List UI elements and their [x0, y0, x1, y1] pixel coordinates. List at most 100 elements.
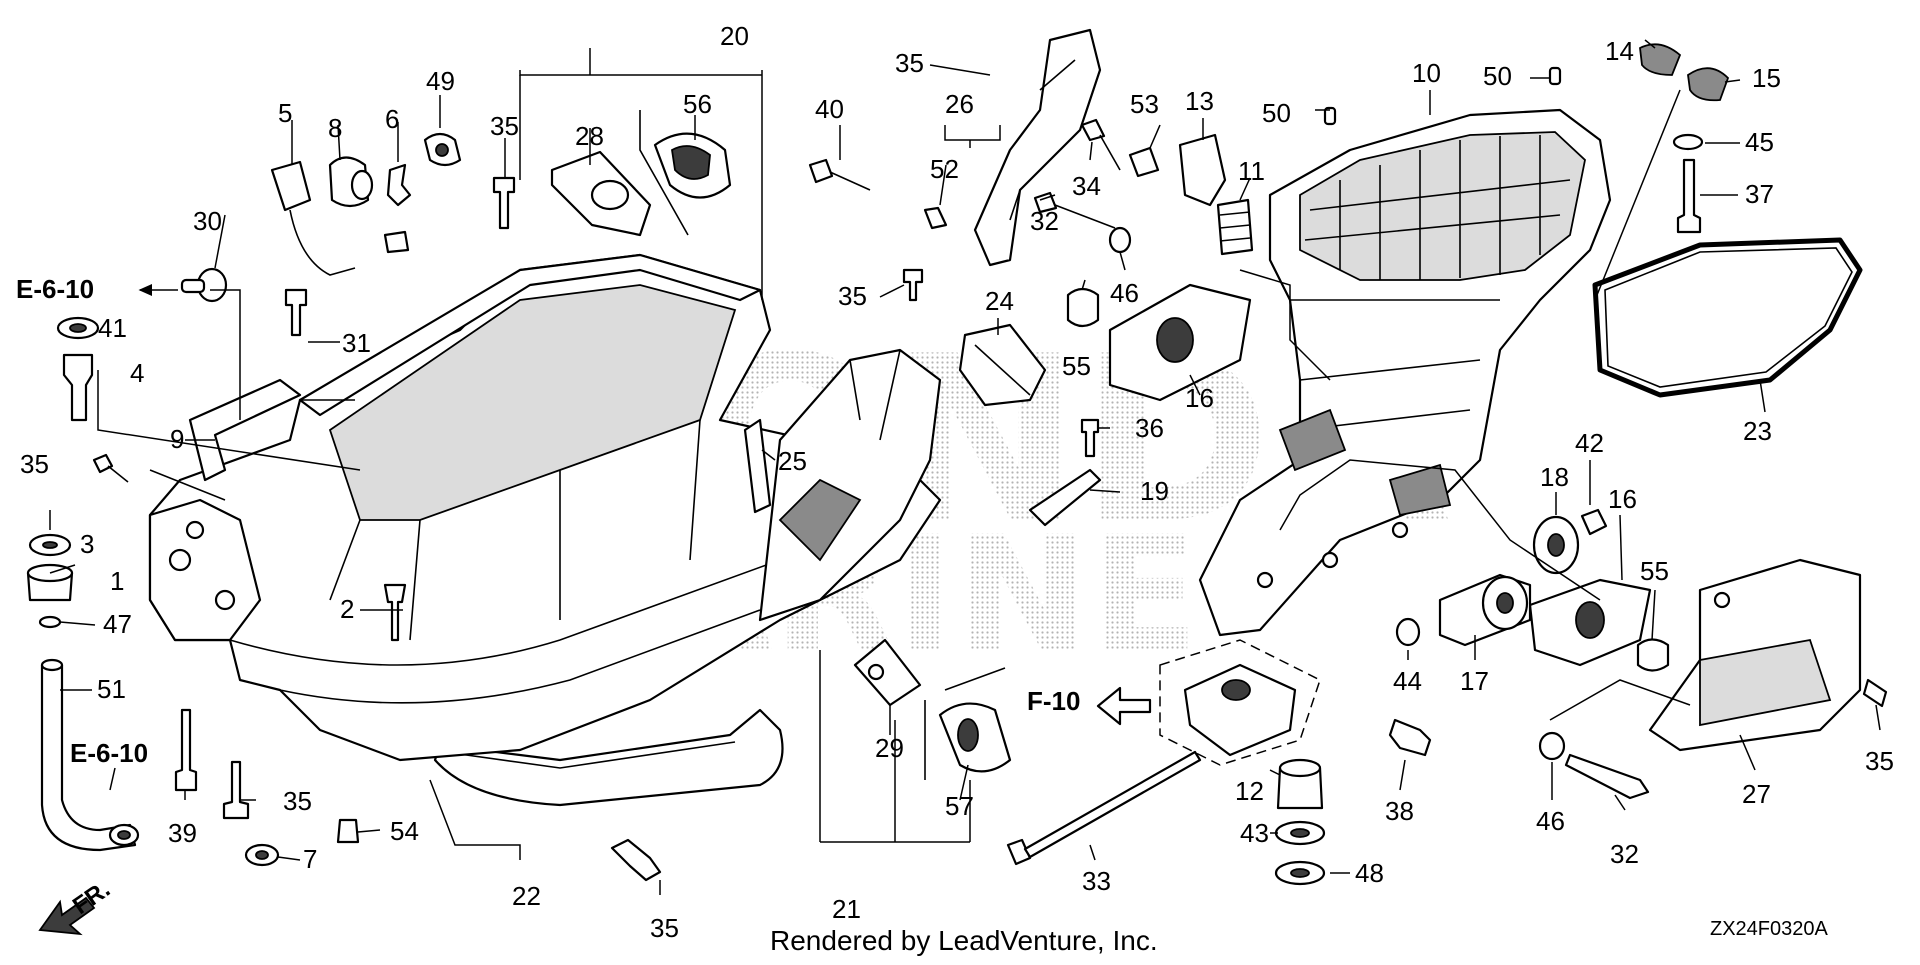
part-50-pin-b	[1548, 66, 1562, 86]
ref-e-6-10-top[interactable]: E-6-10	[16, 274, 94, 304]
part-55-cap	[1066, 287, 1100, 328]
label-36[interactable]: 36	[1135, 413, 1164, 443]
part-31-bolt	[284, 288, 308, 337]
part-29-plate	[853, 638, 922, 707]
diagram-code: ZX24F0320A	[1710, 918, 1829, 940]
label-18[interactable]: 18	[1540, 462, 1569, 492]
label-4[interactable]: 4	[130, 358, 144, 388]
label-57[interactable]: 57	[945, 791, 974, 821]
label-3[interactable]: 3	[80, 529, 94, 559]
label-49[interactable]: 49	[426, 66, 455, 96]
label-54[interactable]: 54	[390, 816, 419, 846]
label-35-upper[interactable]: 35	[895, 48, 924, 78]
label-19[interactable]: 19	[1140, 476, 1169, 506]
label-9[interactable]: 9	[170, 424, 184, 454]
label-2[interactable]: 2	[340, 594, 354, 624]
label-30[interactable]: 30	[193, 206, 222, 236]
label-45[interactable]: 45	[1745, 127, 1774, 157]
label-5[interactable]: 5	[278, 98, 292, 128]
label-16-right[interactable]: 16	[1608, 484, 1637, 514]
label-44[interactable]: 44	[1393, 666, 1422, 696]
label-23[interactable]: 23	[1743, 416, 1772, 446]
label-1[interactable]: 1	[110, 566, 124, 596]
label-40[interactable]: 40	[815, 94, 844, 124]
label-11[interactable]: 11	[1238, 156, 1265, 186]
top-parts	[550, 110, 732, 237]
label-12[interactable]: 12	[1235, 776, 1264, 806]
ref-e-6-10-bottom[interactable]: E-6-10	[70, 738, 148, 768]
part-45-washer	[1672, 133, 1704, 151]
part-26-bracket	[973, 28, 1102, 267]
part-38-bolt	[1388, 718, 1432, 757]
label-15[interactable]: 15	[1752, 63, 1781, 93]
part-35-bolt-top	[492, 176, 516, 230]
label-37[interactable]: 37	[1745, 179, 1774, 209]
label-42[interactable]: 42	[1575, 428, 1604, 458]
label-50-right[interactable]: 50	[1483, 61, 1512, 91]
label-35-right[interactable]: 35	[1865, 746, 1894, 776]
part-35-bolt-lower	[222, 760, 250, 820]
label-10[interactable]: 10	[1412, 58, 1441, 88]
label-46-top[interactable]: 46	[1110, 278, 1139, 308]
under-cover-rim	[298, 253, 762, 417]
label-32-top[interactable]: 32	[1030, 206, 1059, 236]
label-55-left[interactable]: 55	[1062, 351, 1091, 381]
label-28[interactable]: 28	[575, 121, 604, 151]
label-53[interactable]: 53	[1130, 89, 1159, 119]
part-labels[interactable]: 20 56 28 49 5 8 6 35 30 41 4 31 9 35 3 1…	[20, 21, 1894, 943]
label-48[interactable]: 48	[1355, 858, 1384, 888]
label-34[interactable]: 34	[1072, 171, 1101, 201]
label-17[interactable]: 17	[1460, 666, 1489, 696]
label-46-bottom[interactable]: 46	[1536, 806, 1565, 836]
label-7[interactable]: 7	[303, 844, 317, 874]
label-32-bottom[interactable]: 32	[1610, 839, 1639, 869]
label-35-mid[interactable]: 35	[838, 281, 867, 311]
label-8[interactable]: 8	[328, 113, 342, 143]
part-24-clamp	[958, 323, 1047, 407]
label-35-left[interactable]: 35	[20, 449, 49, 479]
reference-markers[interactable]: E-6-10 E-6-10 F-10	[16, 274, 1152, 791]
label-39[interactable]: 39	[168, 818, 197, 848]
label-27[interactable]: 27	[1742, 779, 1771, 809]
middle-parts	[743, 28, 1102, 780]
label-6[interactable]: 6	[385, 104, 399, 134]
render-credit: Rendered by LeadVenture, Inc.	[770, 925, 1158, 956]
label-25[interactable]: 25	[778, 446, 807, 476]
dashed-callout-box	[1159, 639, 1321, 766]
label-41[interactable]: 41	[98, 313, 127, 343]
label-50-left[interactable]: 50	[1262, 98, 1291, 128]
part-47-ring	[38, 615, 62, 629]
part-35-bolt-mid	[902, 268, 924, 302]
label-51[interactable]: 51	[97, 674, 126, 704]
label-29[interactable]: 29	[875, 733, 904, 763]
part-54-clip	[336, 818, 360, 844]
label-55-right[interactable]: 55	[1640, 556, 1669, 586]
label-24[interactable]: 24	[985, 286, 1014, 316]
label-22[interactable]: 22	[512, 881, 541, 911]
extension-case	[1198, 108, 1612, 637]
label-35-top[interactable]: 35	[490, 111, 519, 141]
label-26[interactable]: 26	[945, 89, 974, 119]
label-43[interactable]: 43	[1240, 818, 1269, 848]
part-44-washer	[1395, 617, 1421, 647]
label-35-bottom[interactable]: 35	[650, 913, 679, 943]
label-38[interactable]: 38	[1385, 796, 1414, 826]
label-21[interactable]: 21	[832, 894, 861, 924]
part-19-guide	[1028, 468, 1102, 527]
ref-f-10[interactable]: F-10	[1027, 686, 1080, 716]
label-20[interactable]: 20	[720, 21, 749, 51]
label-16-left[interactable]: 16	[1185, 383, 1214, 413]
label-35-lower[interactable]: 35	[283, 786, 312, 816]
part-6-clip	[386, 163, 412, 207]
part-46-washer	[1108, 226, 1132, 254]
label-14[interactable]: 14	[1605, 36, 1634, 66]
part-55-cap-right	[1636, 638, 1670, 672]
label-31[interactable]: 31	[342, 328, 371, 358]
label-52[interactable]: 52	[930, 154, 959, 184]
part-42-nut	[1580, 508, 1608, 536]
label-13[interactable]: 13	[1185, 86, 1214, 116]
label-33[interactable]: 33	[1082, 866, 1111, 896]
label-47[interactable]: 47	[103, 609, 132, 639]
label-56[interactable]: 56	[683, 89, 712, 119]
